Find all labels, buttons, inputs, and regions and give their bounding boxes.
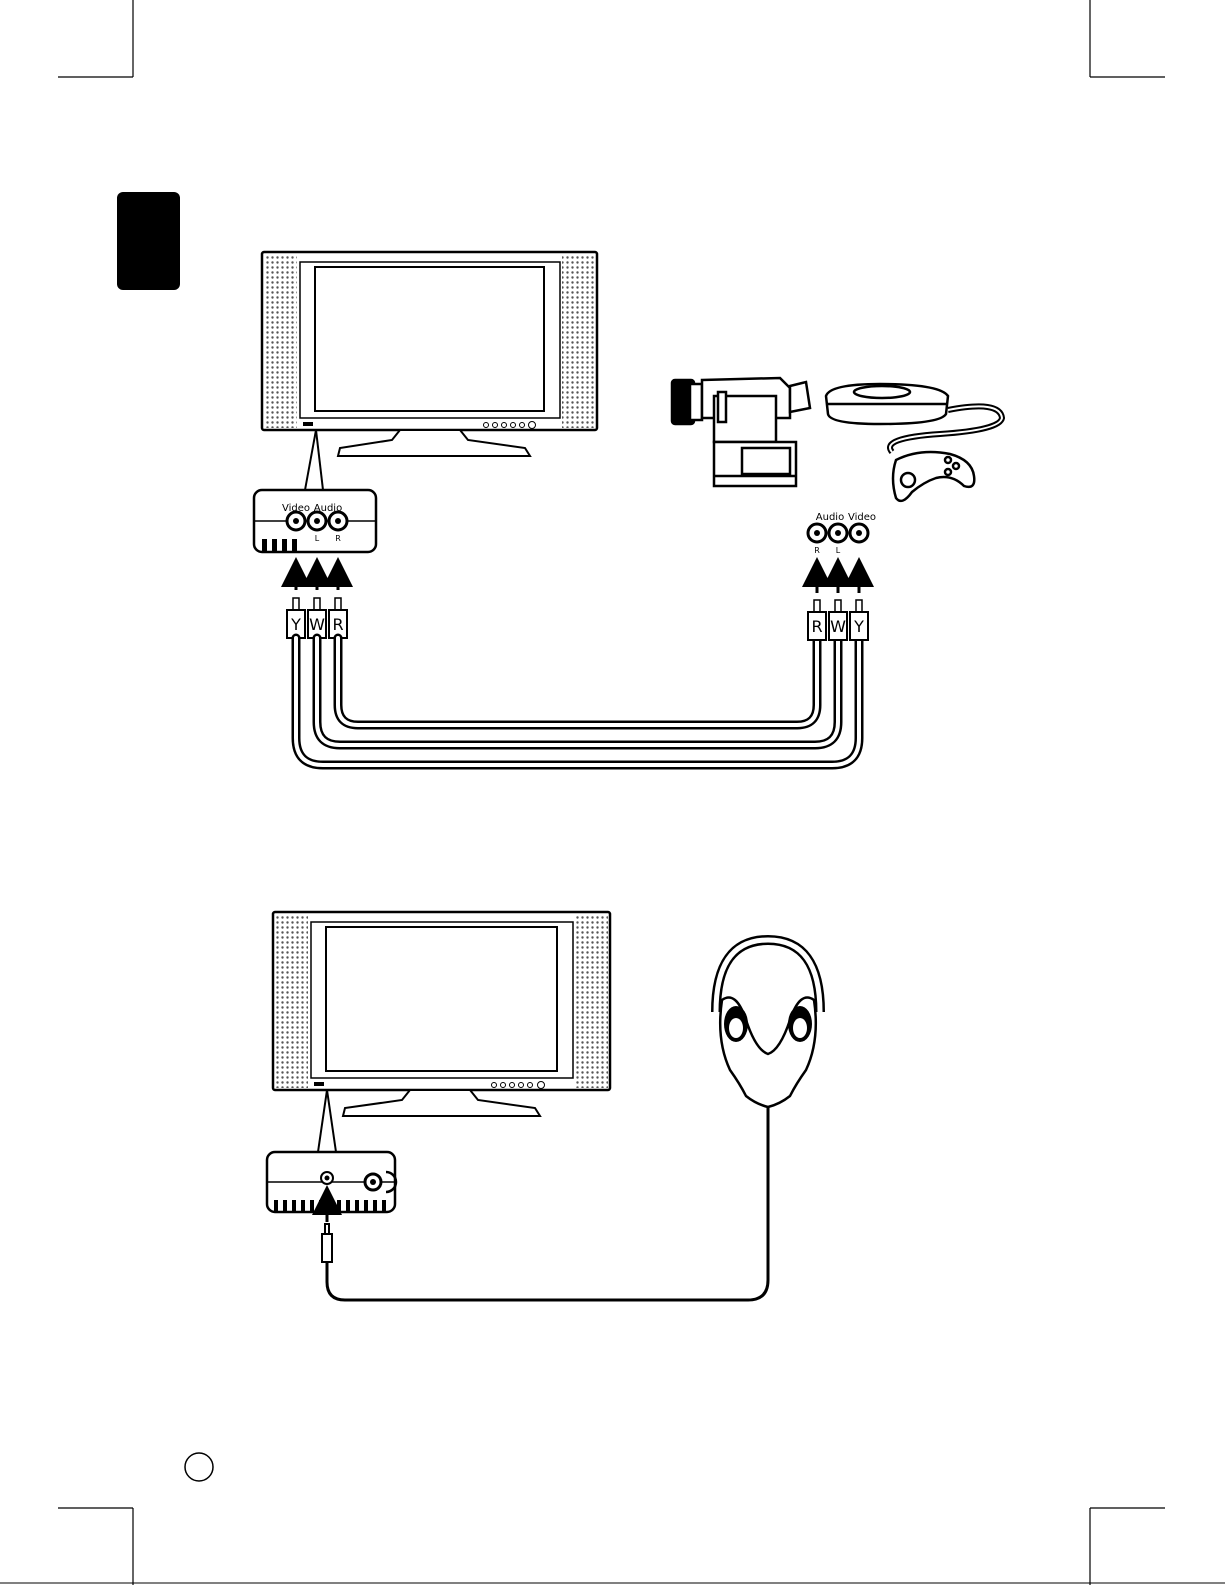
page-number-circle [185,1453,213,1481]
tv-stand [343,1090,540,1116]
source-av-output-jacks: Audio Video R L [808,512,876,555]
tv-headphone-panel [267,1152,396,1212]
source-side-rca-plugs: R W Y [808,600,868,640]
plug-label: R [332,615,343,634]
tv-side-rca-plugs: Y W R [287,598,347,638]
game-controller-icon [893,452,974,501]
crop-marks [58,0,1165,1585]
rca-plug-video: Y [287,598,305,638]
tv-video-jack [287,512,305,530]
tv-monitor [262,252,597,456]
tv-connection-arrows [296,572,338,590]
tv-video-label: Video [282,503,310,514]
diagram-1: Video Audio L R Y W [254,252,1002,765]
source-left-label: L [836,546,841,555]
rca-plug-audio-l: W [308,598,326,638]
plug-label: Y [853,617,864,636]
left-speaker-grille [275,914,308,1088]
plug-label: W [830,617,846,636]
side-tab [117,192,180,290]
source-audio-label: Audio [816,512,844,523]
right-speaker-grille [562,254,595,428]
plug-label: R [811,617,822,636]
tv-audio-l-jack [308,512,326,530]
headphones-icon [716,940,820,1107]
headphone-plug [322,1224,332,1262]
tv-monitor-2 [273,912,610,1116]
game-console-icon [826,384,948,424]
plug-label: Y [290,615,301,634]
source-right-label: R [814,546,820,555]
rca-cable-bundle [296,638,859,765]
tv-stand [338,430,530,456]
rca-plug-audio-r-source: R [808,600,826,640]
tv-right-label: R [335,534,341,543]
tv-audio-r-jack [329,512,347,530]
rca-plug-audio-r: R [329,598,347,638]
rca-plug-video-source: Y [850,600,868,640]
tv-left-label: L [315,534,320,543]
diagram-2 [267,912,820,1300]
source-video-label: Video [848,512,876,523]
plug-label: W [309,615,325,634]
tv-audio-label: Audio [314,503,342,514]
headphone-jack [321,1172,333,1184]
rca-plug-audio-l-source: W [829,600,847,640]
left-speaker-grille [264,254,297,428]
tv-av-input-panel: Video Audio L R [254,490,376,552]
right-speaker-grille [575,914,608,1088]
camcorder-icon [672,378,810,486]
source-connection-arrows [817,572,859,593]
